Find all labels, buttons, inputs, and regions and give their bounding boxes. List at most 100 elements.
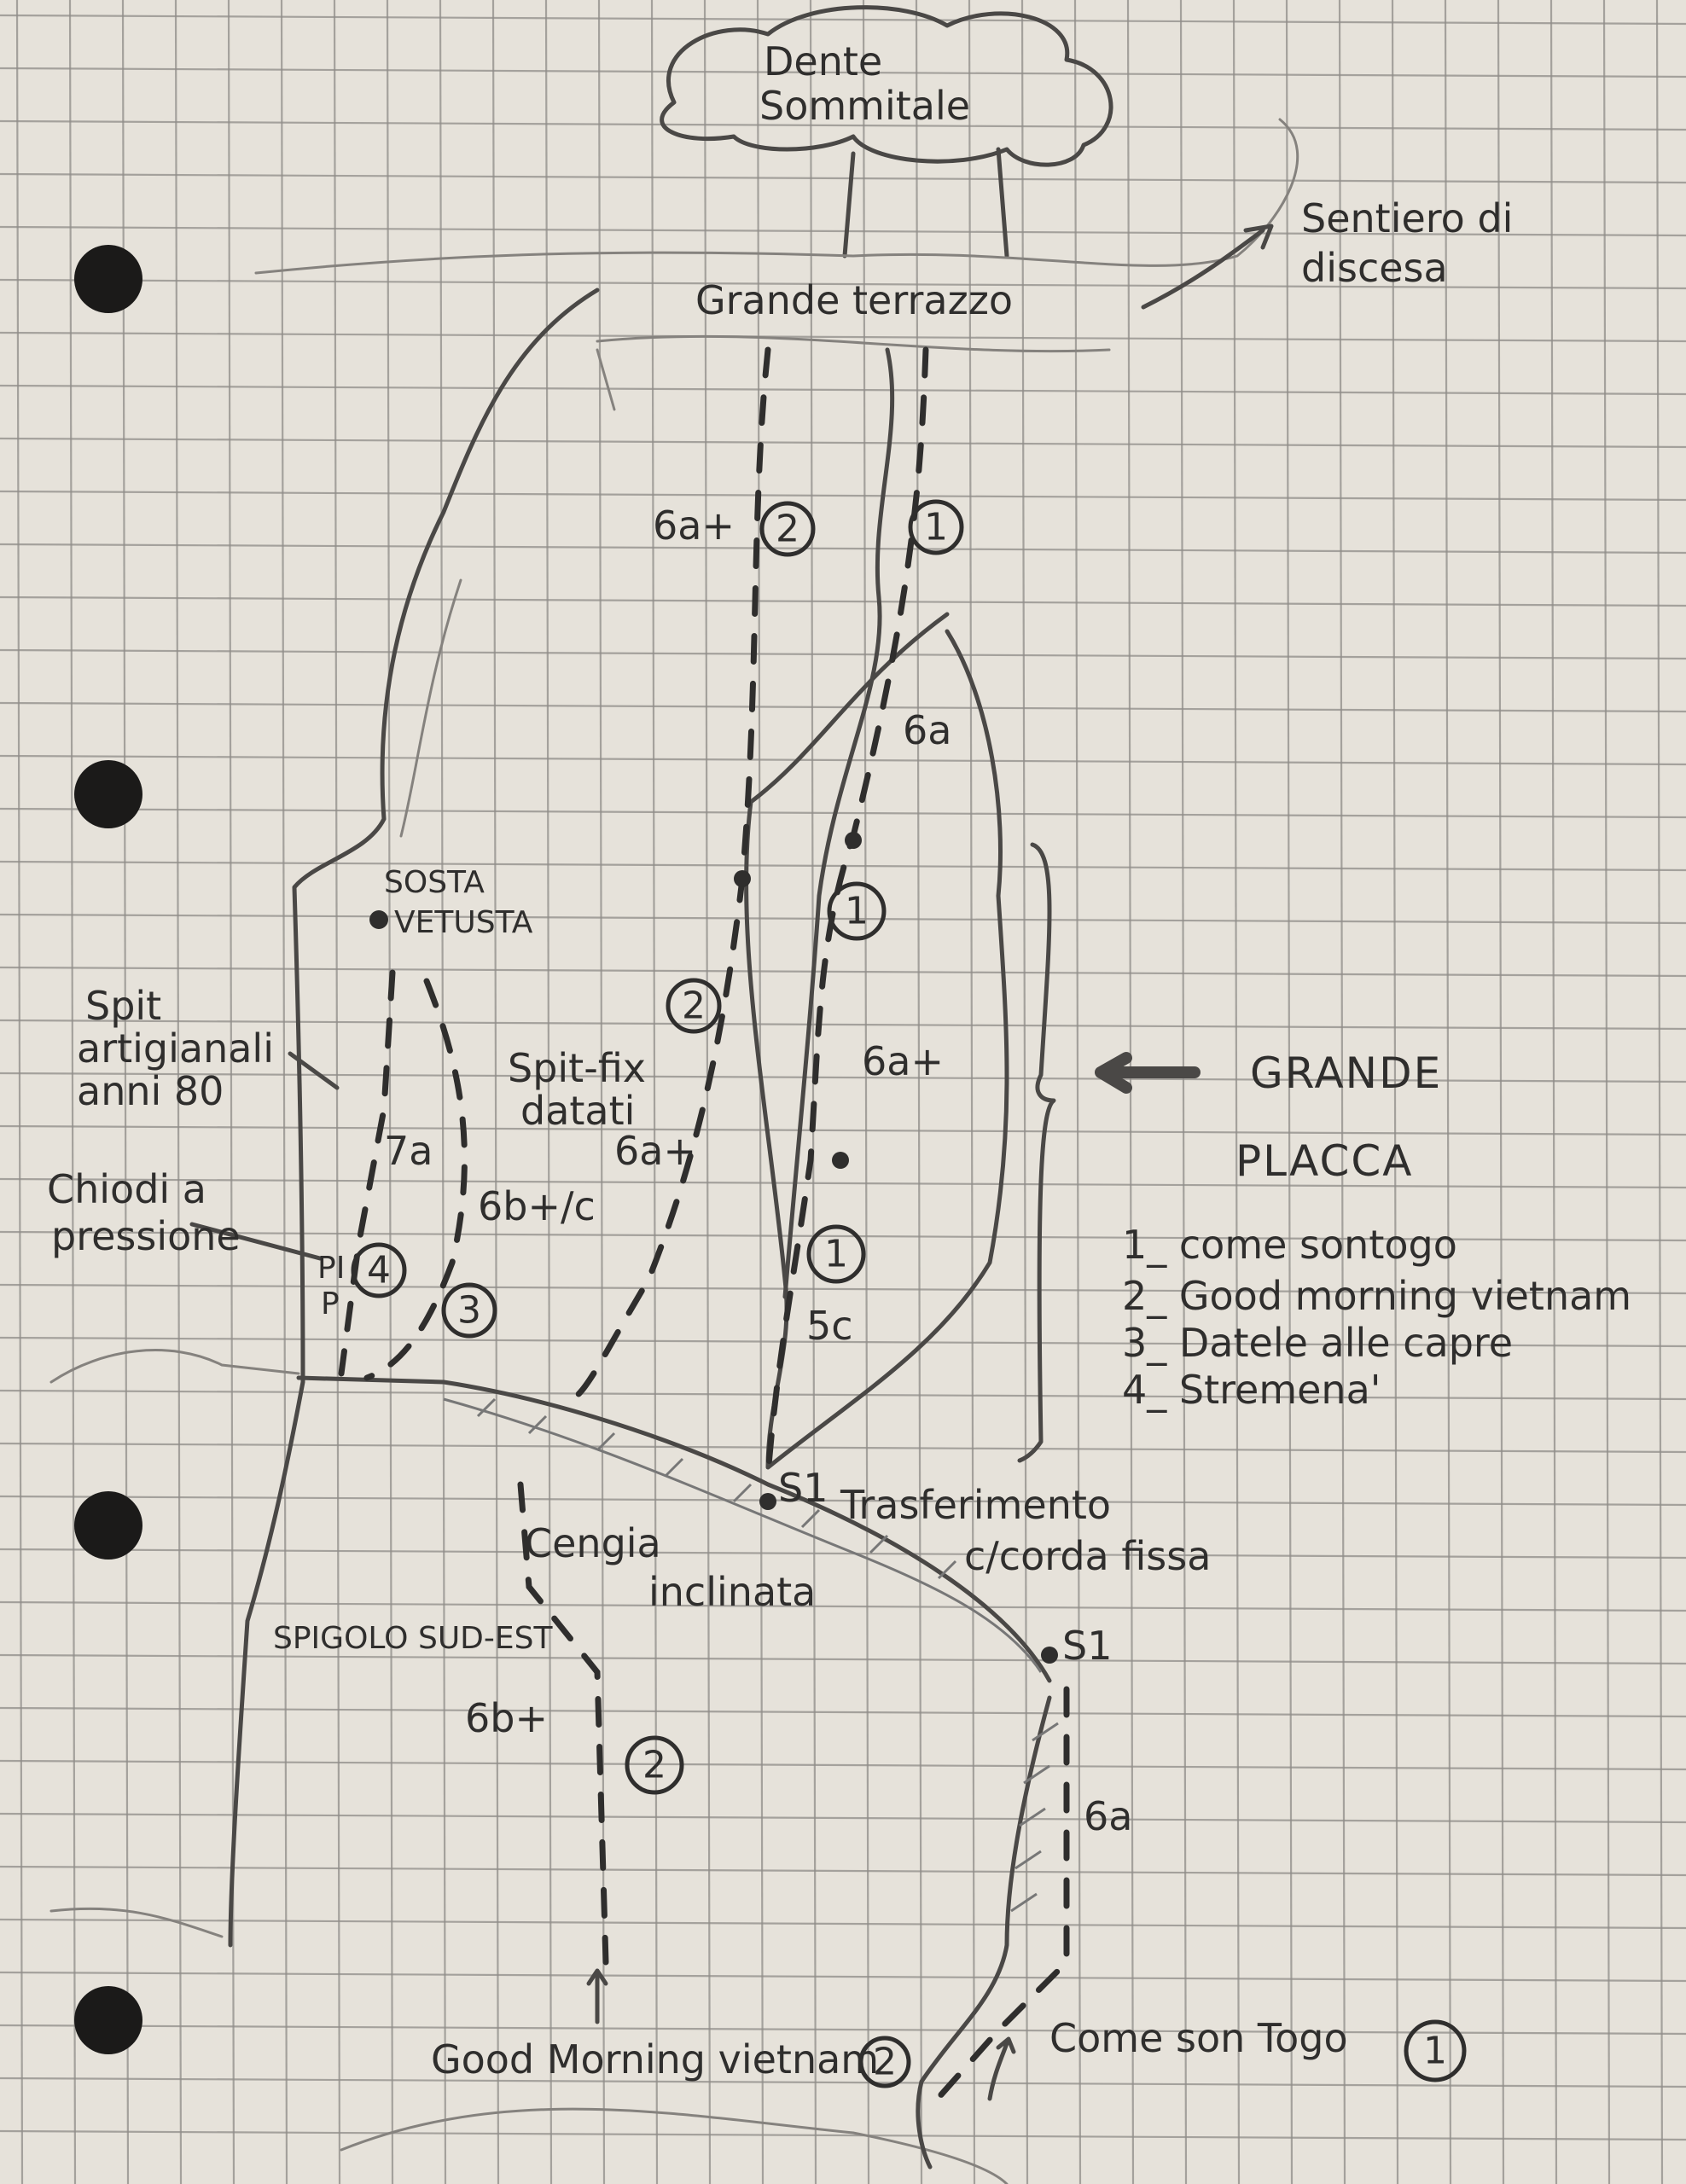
grid-line — [0, 1072, 1686, 1083]
route-number: 1 — [824, 1233, 848, 1276]
grid-line — [0, 701, 1686, 713]
belay-point-s1 — [1041, 1647, 1058, 1664]
route-number: 3 — [457, 1289, 481, 1333]
grid-line — [809, 0, 817, 2184]
piton-marker: P — [321, 1287, 340, 1321]
grid-line — [0, 490, 1686, 502]
grade-label: 6a — [1084, 1793, 1132, 1839]
route-2-upper — [560, 346, 771, 1403]
piton-marker: PI — [317, 1251, 345, 1286]
grid-line — [174, 0, 183, 2184]
grid-line — [0, 595, 1686, 607]
route-number: 4 — [367, 1249, 391, 1292]
route-number-circle — [666, 978, 722, 1034]
ridge-line — [254, 118, 1299, 275]
grid-line — [0, 1548, 1686, 1560]
route-number-circle — [1404, 2019, 1467, 2082]
grid-line — [333, 0, 341, 2184]
placca-bracket — [1017, 842, 1056, 1463]
route-legend: 1_ come sontogo 2_ Good morning vietnam … — [1122, 1222, 1631, 1413]
route-number: 1 — [924, 506, 948, 549]
grade-label: 6a+ — [653, 502, 735, 549]
dihedral — [399, 348, 616, 838]
spit-note-3: anni 80 — [77, 1068, 224, 1114]
grid-line — [0, 1230, 1686, 1242]
route-number: 2 — [682, 985, 706, 1028]
arete-label: SPIGOLO SUD-EST — [273, 1621, 553, 1656]
transfer-note-1: Trasferimento — [840, 1482, 1111, 1528]
wall-right-edge — [782, 347, 895, 1299]
belay-label: S1 — [1062, 1623, 1112, 1669]
chiodi-pointer — [189, 1222, 323, 1261]
old-belay-label-1: SOSTA — [384, 865, 485, 900]
grade-label: 6b+/c — [478, 1183, 596, 1229]
grid-line — [0, 2129, 1686, 2141]
summit-label-1: Dente — [764, 38, 882, 84]
binder-hole — [74, 760, 142, 828]
right-buttress — [916, 1695, 1052, 2169]
grid-line — [0, 1653, 1686, 1665]
wall-left-edge — [228, 288, 600, 1948]
grid-line — [862, 0, 870, 2184]
grid-line — [0, 1124, 1686, 1136]
ground-line — [49, 1349, 300, 1384]
start-label-cst: Come son Togo — [1049, 2015, 1348, 2061]
ledge-note-1: Cengia — [525, 1520, 661, 1566]
grid-line — [0, 437, 1686, 449]
belay-point-s1 — [759, 1493, 776, 1510]
grid-line — [0, 119, 1686, 131]
route-number-circle — [351, 1242, 407, 1298]
grid-line — [0, 1019, 1686, 1031]
grid-line — [544, 0, 553, 2184]
route-number: 2 — [642, 1744, 666, 1787]
grid-line — [1020, 0, 1029, 2184]
grid-line — [0, 67, 1686, 78]
spitfix-note-1: Spit-fix — [508, 1045, 646, 1091]
legend-item: 1_ come sontogo — [1122, 1222, 1457, 1268]
grid-line — [280, 0, 288, 2184]
grade-label: 6a — [903, 707, 951, 753]
grade-label: 6b+ — [465, 1695, 548, 1741]
grid-line — [0, 2024, 1686, 2036]
spit-pointer — [288, 1051, 340, 1090]
grid-line — [0, 172, 1686, 184]
grid-line — [68, 0, 77, 2184]
grade-label: 5c — [806, 1303, 853, 1349]
old-belay-label-2: VETUSTA — [394, 905, 533, 940]
route-number-circle — [625, 1735, 684, 1795]
buttress-hatching — [1010, 1722, 1059, 1913]
route-number: 2 — [873, 2041, 897, 2084]
old-belay-dot — [369, 910, 388, 929]
route-number: 1 — [1423, 2030, 1447, 2073]
grid-line — [0, 1759, 1686, 1771]
spitfix-note-2: datati — [520, 1088, 635, 1134]
grid-line — [1655, 0, 1664, 2184]
pitons-note-1: Chiodi a — [47, 1166, 206, 1212]
grande-placca-arrow — [1095, 1052, 1201, 1094]
belay-point — [734, 870, 751, 887]
route-number: 1 — [845, 890, 869, 933]
grid-line — [1179, 0, 1188, 2184]
grid-line — [439, 0, 447, 2184]
summit-base — [842, 147, 1009, 258]
pitons-note-2: pressione — [51, 1213, 241, 1259]
grid-line — [0, 1812, 1686, 1824]
start-arrow — [586, 1968, 608, 2024]
grid-line — [1073, 0, 1082, 2184]
descent-label-1: Sentiero di — [1301, 195, 1513, 241]
grid-line — [0, 807, 1686, 819]
grid-line — [0, 1177, 1686, 1189]
route-number-circle — [806, 1224, 866, 1284]
grid-line — [0, 754, 1686, 766]
terrace-label: Grande terrazzo — [695, 277, 1013, 323]
grid-line — [491, 0, 500, 2184]
grade-label: 6a+ — [614, 1128, 696, 1174]
belay-point — [832, 1152, 849, 1169]
grid-line — [1444, 0, 1452, 2184]
summit-label-2: Sommitale — [759, 83, 970, 129]
ledge-line — [296, 1375, 1052, 1683]
grid-line — [0, 278, 1686, 290]
belay-label: S1 — [778, 1465, 828, 1511]
grid-line — [0, 2077, 1686, 2088]
